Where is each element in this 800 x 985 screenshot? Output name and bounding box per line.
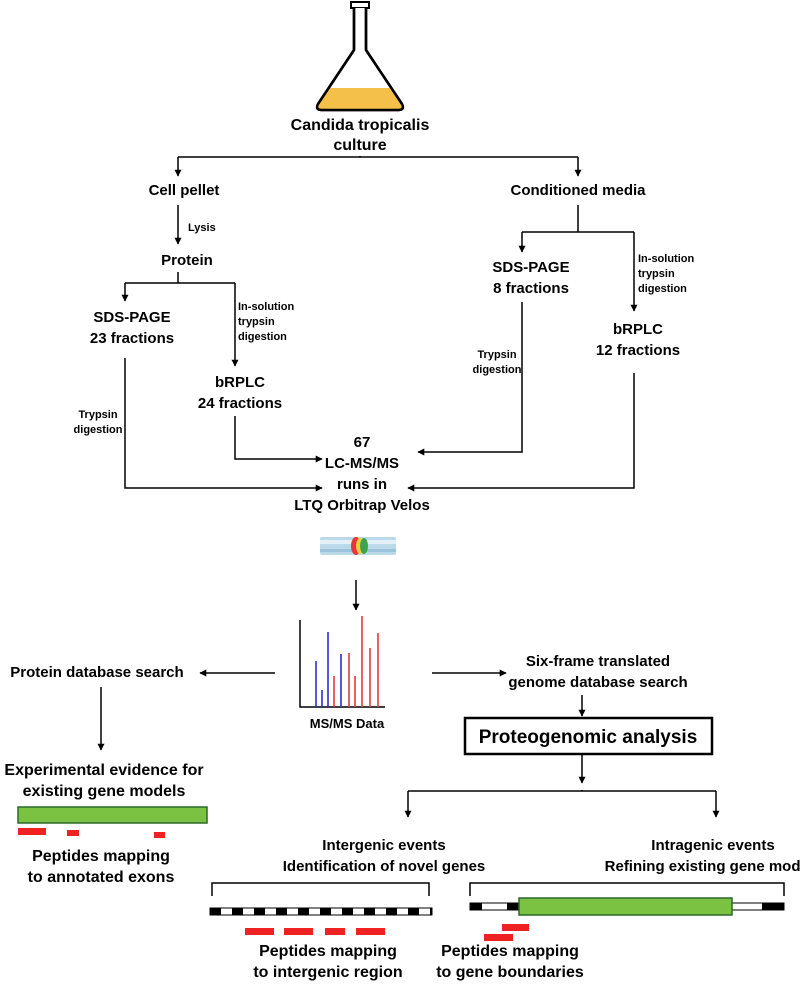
msms-spectrum bbox=[299, 616, 385, 708]
culture-medium bbox=[317, 88, 403, 110]
intragenic-genome-track bbox=[469, 897, 785, 916]
intragenic-title-line2: Refining existing gene models bbox=[605, 858, 800, 875]
protein-label: Protein bbox=[161, 252, 213, 269]
orbitrap-icon bbox=[320, 537, 396, 555]
genome-track-segment bbox=[364, 908, 375, 915]
culture-label-line2: culture bbox=[333, 137, 386, 154]
annotated-peptides-label-line2: to annotated exons bbox=[28, 869, 175, 886]
cell-brplc-label: bRPLC bbox=[215, 374, 265, 391]
cell-sds-page-label: SDS-PAGE bbox=[93, 309, 170, 326]
proteogenomic-box bbox=[463, 716, 714, 756]
genome-track-segment bbox=[232, 908, 243, 915]
media-in-solution-label-2: trypsin bbox=[638, 268, 675, 280]
lcms-label-line3: runs in bbox=[337, 476, 387, 493]
genome-track-segment bbox=[342, 908, 353, 915]
intergenic-peptides-label-line2: to intergenic region bbox=[253, 964, 402, 981]
cell-in-solution-label-2: trypsin bbox=[238, 316, 275, 328]
media-in-solution-label-3: digestion bbox=[638, 283, 687, 295]
genome-search-label-line1: Six-frame translated bbox=[526, 653, 670, 670]
annotated-peptides-label-line1: Peptides mapping bbox=[32, 848, 170, 865]
intergenic-peptides bbox=[245, 928, 385, 935]
intergenic-title-line1: Intergenic events bbox=[322, 837, 445, 854]
cell-pellet-label: Cell pellet bbox=[149, 182, 220, 199]
annotated-gene-model bbox=[17, 806, 208, 824]
media-brplc-fractions-label: 12 fractions bbox=[596, 342, 680, 359]
intragenic-gene-model bbox=[518, 897, 733, 916]
media-in-solution-label-1: In-solution bbox=[638, 253, 694, 265]
top-split-connector bbox=[174, 156, 582, 177]
boundary-peptides-label-line1: Peptides mapping bbox=[441, 943, 579, 960]
intergenic-bracket bbox=[211, 882, 430, 896]
culture-label-line1: Candida tropicalis bbox=[291, 117, 430, 134]
lcms-label-line1: 67 bbox=[354, 434, 371, 451]
flask-icon bbox=[315, 1, 405, 112]
protein-split-connector bbox=[121, 272, 239, 367]
genome-track-segment bbox=[408, 908, 419, 915]
genome-track-segment bbox=[254, 908, 265, 915]
cell-brplc-fractions-label: 24 fractions bbox=[198, 395, 282, 412]
boundary-peptides bbox=[484, 924, 529, 941]
proteogenomic-split-connector bbox=[404, 754, 720, 818]
intergenic-peptides-label-line1: Peptides mapping bbox=[259, 943, 397, 960]
lysis-label: Lysis bbox=[188, 222, 216, 234]
boundary-peptides-label-line2: to gene boundaries bbox=[436, 964, 584, 981]
genome-track-segment bbox=[386, 908, 397, 915]
media-sds-fractions-label: 8 fractions bbox=[493, 280, 569, 297]
evidence-label-line2: existing gene models bbox=[23, 783, 186, 800]
genome-track-segment bbox=[276, 908, 287, 915]
media-trypsin-label-1: Trypsin bbox=[477, 349, 516, 361]
genome-search-label-line2: genome database search bbox=[508, 674, 687, 691]
genome-track-segment bbox=[430, 908, 432, 915]
lcms-label-line2: LC-MS/MS bbox=[325, 455, 399, 472]
media-sds-page-label: SDS-PAGE bbox=[492, 259, 569, 276]
lcms-input-arrows bbox=[124, 302, 635, 492]
cell-in-solution-label-1: In-solution bbox=[238, 301, 294, 313]
protein-db-search-label: Protein database search bbox=[10, 664, 183, 681]
intergenic-title-line2: Identification of novel genes bbox=[283, 858, 486, 875]
cell-trypsin-label-2: digestion bbox=[74, 424, 123, 436]
evidence-label-line1: Experimental evidence for bbox=[4, 762, 203, 779]
lcms-label-line4: LTQ Orbitrap Velos bbox=[294, 497, 430, 514]
cell-sds-fractions-label: 23 fractions bbox=[90, 330, 174, 347]
intragenic-bracket bbox=[469, 882, 785, 896]
intragenic-title-line1: Intragenic events bbox=[651, 837, 774, 854]
genome-track-segment bbox=[210, 908, 221, 915]
media-split-connector bbox=[518, 205, 638, 312]
media-brplc-label: bRPLC bbox=[613, 321, 663, 338]
media-trypsin-label-2: digestion bbox=[473, 364, 522, 376]
genome-track-segment bbox=[320, 908, 331, 915]
cell-in-solution-label-3: digestion bbox=[238, 331, 287, 343]
conditioned-media-label: Conditioned media bbox=[511, 182, 647, 199]
proteogenomic-label: Proteogenomic analysis bbox=[479, 727, 698, 748]
annotated-exon-peptides bbox=[18, 828, 165, 838]
genome-track-segment bbox=[298, 908, 309, 915]
msms-data-label: MS/MS Data bbox=[310, 716, 385, 731]
intergenic-genome-track bbox=[209, 907, 433, 916]
cell-trypsin-label-1: Trypsin bbox=[78, 409, 117, 421]
